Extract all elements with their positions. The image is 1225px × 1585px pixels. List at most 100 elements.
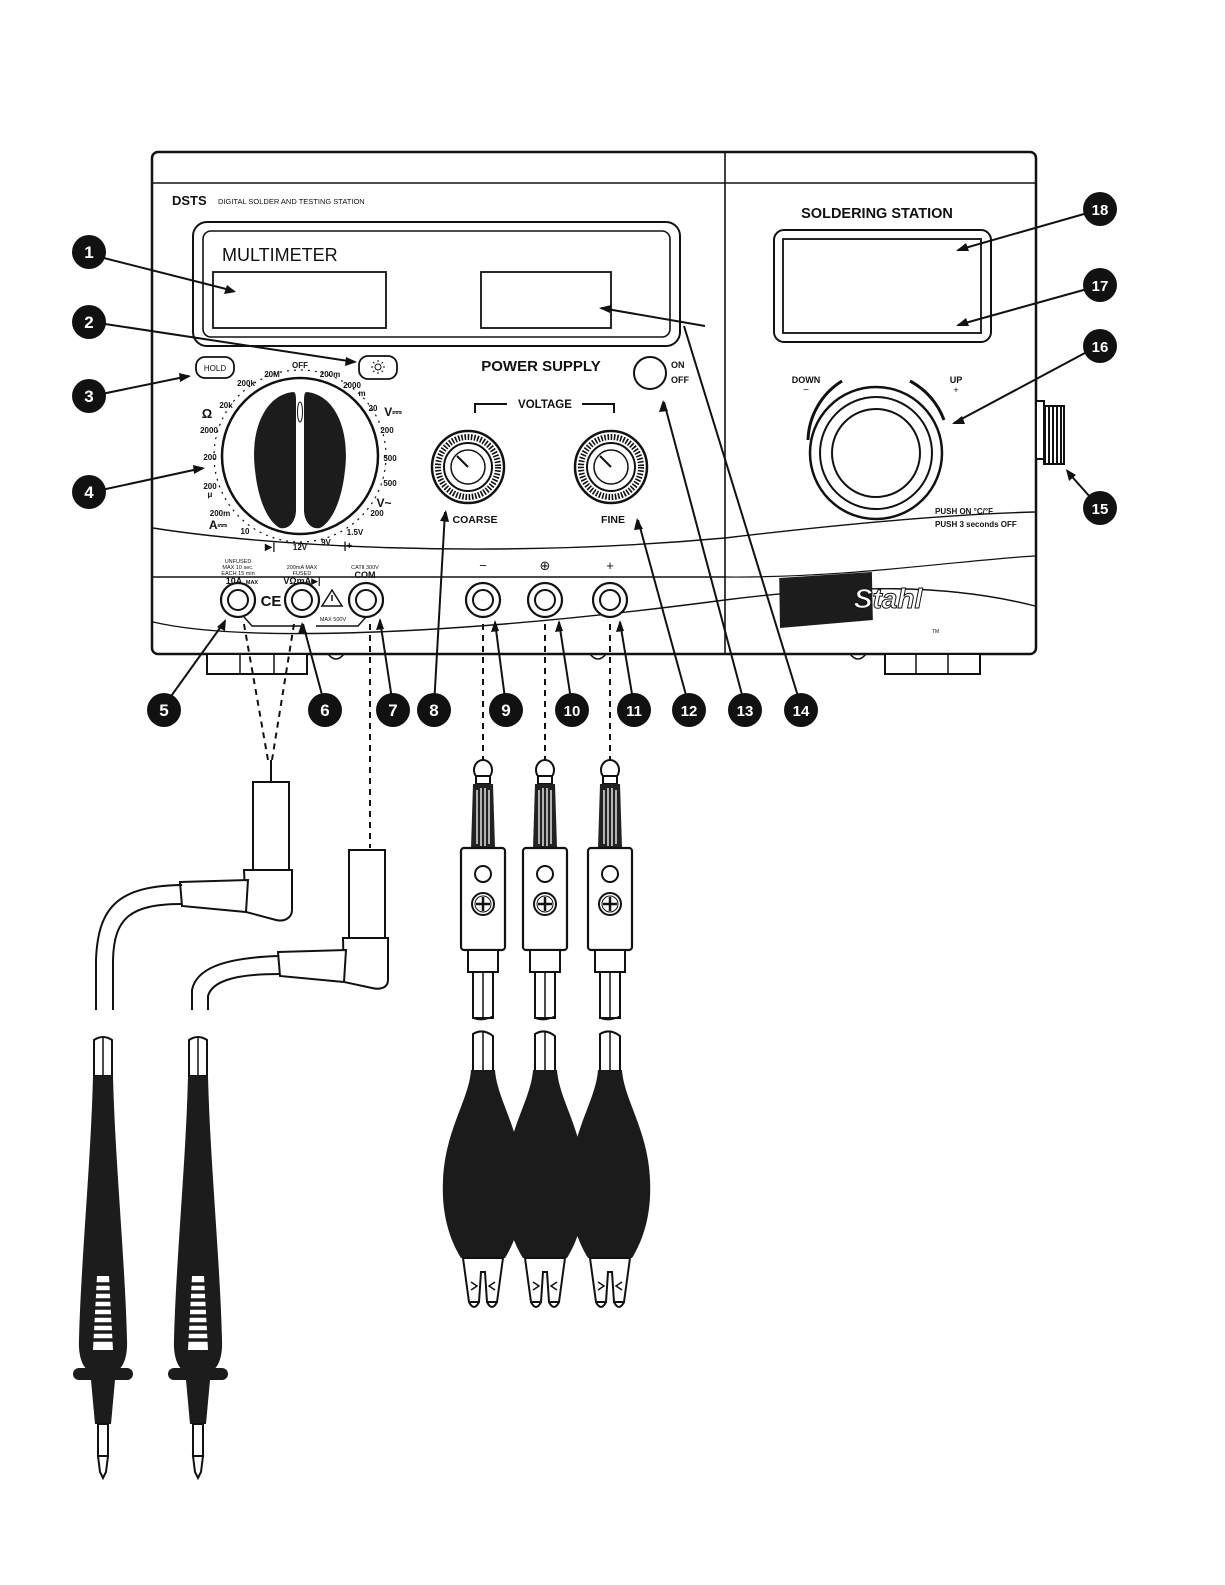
push-on-label: PUSH ON °C/°F [935, 507, 993, 516]
on-label: ON [671, 360, 685, 370]
down-arc [806, 379, 843, 441]
connection-dashes [243, 623, 611, 848]
callout-17: 17 [1083, 268, 1117, 302]
fine-knob[interactable] [573, 429, 649, 505]
callout-13: 13 [728, 693, 762, 727]
callout-7: 7 [376, 693, 410, 727]
minus-label: − [479, 558, 487, 573]
coarse-label: COARSE [453, 514, 498, 526]
push-off-label: PUSH 3 seconds OFF [935, 520, 1017, 529]
cat-label: CATⅡ 300V [351, 565, 379, 571]
dial-vac-500: 500 [383, 479, 397, 488]
down-sign: − [803, 385, 809, 396]
multimeter-main-display [212, 271, 387, 329]
svg-text:10: 10 [564, 703, 581, 720]
callout-badges: 1 2 3 4 5 6 7 8 9 10 11 12 13 14 15 16 1… [72, 192, 1117, 727]
fused-line2: FUSED [293, 571, 312, 577]
svg-text:13: 13 [737, 703, 754, 720]
svg-text:16: 16 [1092, 339, 1109, 356]
power-on-off-button[interactable] [633, 356, 667, 390]
alligator-clip-positive [568, 1030, 652, 1308]
ground-label: ⊕ [540, 558, 551, 573]
test-probe-black [166, 1035, 230, 1480]
brand-subname: Tools [877, 615, 909, 629]
max-voltage-label: MAX 500V [320, 617, 347, 623]
callout-2: 2 [72, 305, 106, 339]
dial-battery: −|+ [338, 541, 353, 552]
callout-16: 16 [1083, 329, 1117, 363]
trademark: TM [932, 629, 939, 635]
soldering-temperature-display [782, 238, 982, 334]
backlight-icon [371, 360, 385, 374]
dial-200k: 200k [237, 379, 255, 388]
soldering-station-label: SOLDERING STATION [801, 206, 953, 222]
unfused-line1: UNFUSED [225, 559, 252, 565]
vohm-label: VΩmA▶| [283, 576, 320, 586]
ce-mark: CE [261, 593, 282, 610]
positive-jack[interactable] [591, 581, 629, 619]
callout-6: 6 [308, 693, 342, 727]
dial-10a: 10 [241, 527, 250, 536]
svg-text:11: 11 [626, 703, 642, 720]
voltage-bracket [474, 403, 615, 413]
svg-text:15: 15 [1092, 501, 1109, 518]
dial-vdc-20: 20 [369, 404, 378, 413]
test-probe-red [71, 1035, 135, 1480]
fused-line1: 200mA MAX [287, 565, 318, 571]
callout-8: 8 [417, 693, 451, 727]
leader-lines [91, 209, 1099, 707]
callout-10: 10 [555, 693, 589, 727]
com-jack[interactable] [347, 581, 385, 619]
fine-label: FINE [601, 514, 625, 526]
test-lead-black-plug [191, 849, 389, 1010]
unfused-line2: MAX 10 sec. [222, 565, 254, 571]
dial-a200: 200 [203, 453, 217, 462]
backlight-button[interactable] [358, 355, 398, 380]
negative-jack[interactable] [464, 581, 502, 619]
power-supply-label: POWER SUPPLY [481, 358, 600, 375]
callout-12: 12 [672, 693, 706, 727]
vohm-jack[interactable] [283, 581, 321, 619]
hold-button[interactable]: HOLD [195, 356, 235, 379]
callout-18: 18 [1083, 192, 1117, 226]
off-label: OFF [671, 375, 689, 385]
soldering-iron-socket[interactable] [1035, 400, 1065, 465]
jack-bracket [243, 616, 367, 627]
dial-ohm: Ω [202, 406, 212, 421]
temperature-control-knob[interactable] [808, 385, 944, 521]
svg-text:12: 12 [681, 703, 698, 720]
dial-labels: OFF 20M 200k 20k Ω 2000 200 200 μ 200m A… [200, 361, 402, 553]
voltage-label: VOLTAGE [518, 399, 572, 411]
dial-a-dc: A⎓ [209, 518, 228, 532]
ground-jack[interactable] [526, 581, 564, 619]
dial-vac: V~ [376, 496, 391, 510]
svg-text:6: 6 [320, 701, 329, 720]
svg-text:3: 3 [84, 387, 93, 406]
dial-diode: ▶| [265, 542, 276, 553]
svg-text:17: 17 [1092, 278, 1109, 295]
dial-20k: 20k [219, 401, 233, 410]
dial-m-unit: m [358, 389, 365, 398]
10a-jack[interactable] [219, 581, 257, 619]
svg-text:2: 2 [84, 313, 93, 332]
up-arc [909, 379, 946, 421]
test-lead-red-plug [95, 760, 293, 1010]
warning-icon [320, 588, 344, 607]
10a-label: 10A [226, 576, 243, 586]
dial-m200: 200m [320, 370, 340, 379]
plus-label: + [606, 558, 614, 573]
coarse-knob[interactable] [430, 429, 506, 505]
up-label: UP [950, 375, 963, 385]
model-name: DSTS [172, 193, 207, 208]
multimeter-jack-labels: UNFUSED MAX 10 sec. EACH 15 min 10A MAX … [221, 559, 379, 623]
svg-text:1: 1 [84, 243, 93, 262]
model-subtitle: DIGITAL SOLDER AND TESTING STATION [218, 197, 365, 206]
function-dial[interactable] [213, 369, 387, 543]
svg-text:4: 4 [84, 483, 94, 502]
hold-label: HOLD [204, 364, 226, 373]
10a-max-label: MAX [246, 580, 259, 586]
banana-plug-ground [521, 758, 569, 1021]
callout-5: 5 [147, 693, 181, 727]
callout-3: 3 [72, 379, 106, 413]
